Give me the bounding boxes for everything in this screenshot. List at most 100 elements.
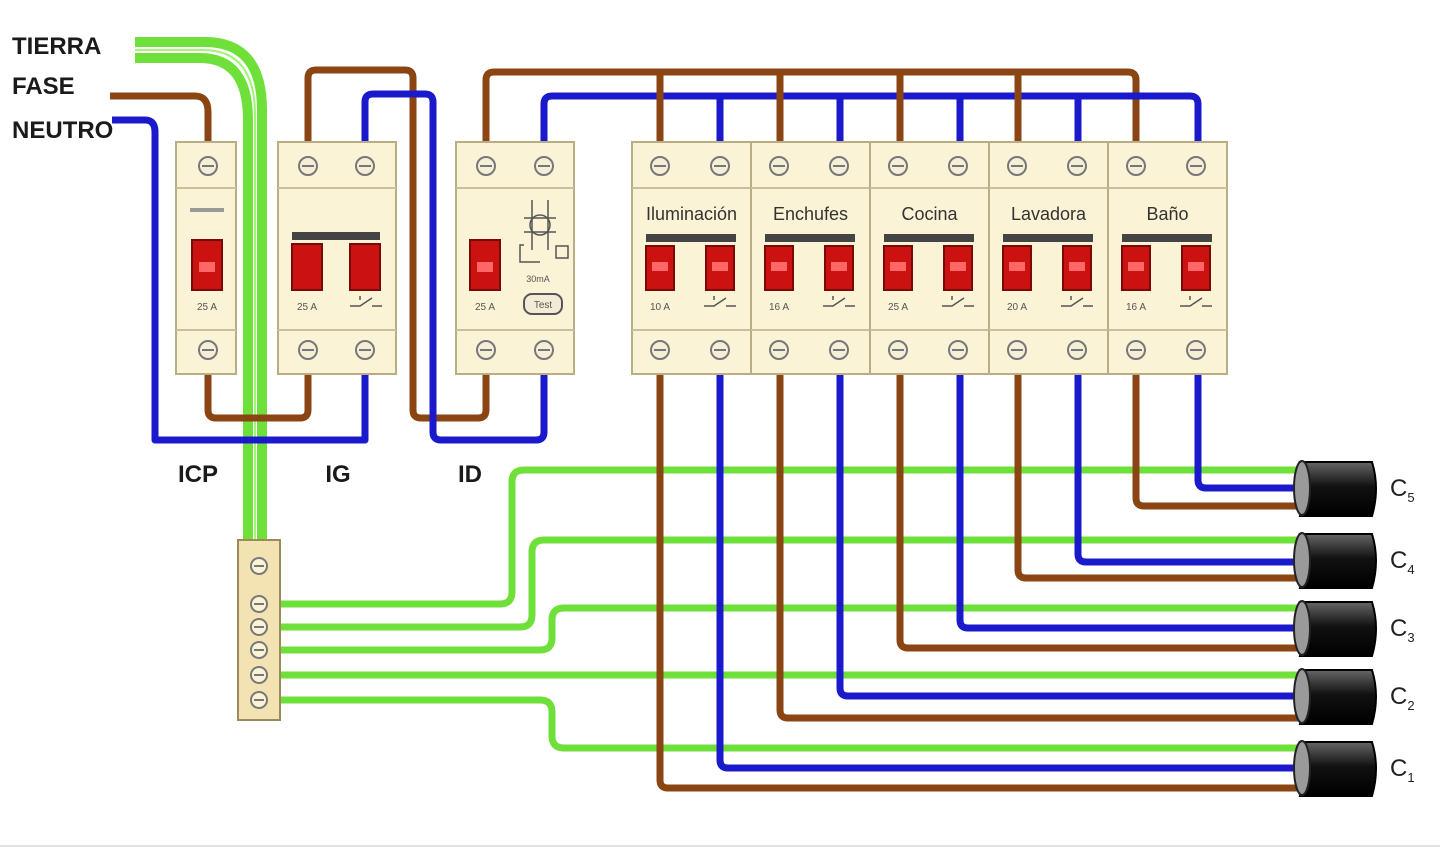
breaker-name: Baño xyxy=(1146,204,1188,224)
supply-fase-wire xyxy=(110,92,212,150)
circuit-label: C5 xyxy=(1390,475,1415,505)
branch-breaker: Enchufes 16 A xyxy=(750,141,871,375)
terminal-screw-icon xyxy=(250,641,268,659)
terminal-screw-icon xyxy=(534,340,554,360)
terminal-screw-icon xyxy=(355,340,375,360)
id-label: ID xyxy=(458,461,482,488)
terminal-screw-icon xyxy=(948,340,968,360)
terminal-screw-icon xyxy=(948,156,968,176)
breaker-handle-icon xyxy=(705,245,735,291)
breaker-name: Iluminación xyxy=(646,204,737,224)
terminal-screw-icon xyxy=(829,156,849,176)
terminal-screw-icon xyxy=(1007,340,1027,360)
terminal-screw-icon xyxy=(710,156,730,176)
neutro-bus-wire xyxy=(540,92,1202,150)
earth-bar xyxy=(237,539,281,721)
terminal-screw-icon xyxy=(1126,156,1146,176)
circuit-label: C1 xyxy=(1390,755,1415,785)
breaker-rating: 16 A xyxy=(769,302,789,313)
terminal-screw-icon xyxy=(534,156,554,176)
id-rating: 25 A xyxy=(475,302,495,313)
branch-breakers: Iluminación 10 A Enchufes 16 A Cocina 25 A Lav… xyxy=(631,141,1228,375)
ig-device: 25 A xyxy=(277,141,397,375)
terminal-screw-icon xyxy=(769,340,789,360)
breaker-rating: 16 A xyxy=(1126,302,1146,313)
circuit-neutro-wires xyxy=(716,362,1308,772)
differential-symbol-icon xyxy=(519,200,569,263)
breaker-rating: 20 A xyxy=(1007,302,1027,313)
switch-symbol-icon xyxy=(1180,296,1212,307)
circuit-label: C2 xyxy=(1390,683,1415,713)
breaker-rating: 10 A xyxy=(650,302,670,313)
terminal-screw-icon xyxy=(1067,156,1087,176)
test-button[interactable] xyxy=(523,293,563,315)
breaker-handle-icon xyxy=(291,243,323,291)
circuit-conduit: C3 xyxy=(1293,600,1415,657)
breaker-rating: 25 A xyxy=(888,302,908,313)
fase-bus-drops xyxy=(656,72,1022,150)
switch-symbol-icon xyxy=(942,296,974,307)
terminal-screw-icon xyxy=(1007,156,1027,176)
breaker-name: Enchufes xyxy=(773,204,848,224)
switch-symbol-icon xyxy=(1061,296,1093,307)
breaker-handle-icon xyxy=(191,239,223,291)
label-tierra: TIERRA xyxy=(12,33,101,60)
terminal-screw-icon xyxy=(476,156,496,176)
label-neutro: NEUTRO xyxy=(12,117,113,144)
terminal-screw-icon xyxy=(250,595,268,613)
terminal-screw-icon xyxy=(298,156,318,176)
terminal-screw-icon xyxy=(1186,156,1206,176)
wires xyxy=(110,37,1308,792)
breaker-handle-icon xyxy=(1121,245,1151,291)
terminal-screw-icon xyxy=(250,618,268,636)
switch-symbol-icon xyxy=(350,296,382,307)
icp-to-ig-fase-wire xyxy=(204,150,312,422)
circuit-conduit: C1 xyxy=(1293,740,1415,797)
supply-neutro-wire xyxy=(112,116,369,444)
ig-label: IG xyxy=(325,461,350,488)
branch-breaker: Iluminación 10 A xyxy=(631,141,752,375)
id-device: 25 A 30mA Test xyxy=(455,141,575,375)
circuit-label: C3 xyxy=(1390,615,1415,645)
terminal-screw-icon xyxy=(829,340,849,360)
terminal-screw-icon xyxy=(1186,340,1206,360)
branch-breaker: Baño 16 A xyxy=(1107,141,1228,375)
terminal-screw-icon xyxy=(298,340,318,360)
ig-rating: 25 A xyxy=(297,302,317,313)
fase-bus-wire xyxy=(482,68,1140,150)
terminal-screw-icon xyxy=(250,691,268,709)
terminal-screw-icon xyxy=(710,340,730,360)
earth-main-wire-2 xyxy=(135,53,253,548)
id-sensitivity: 30mA xyxy=(526,274,550,284)
terminal-screw-icon xyxy=(198,340,218,360)
icp-device: 25 A xyxy=(175,141,237,375)
terminal-screw-icon xyxy=(250,557,268,575)
earth-circuit-wires xyxy=(272,466,1308,752)
terminal-screw-icon xyxy=(476,340,496,360)
ig-to-id-neutro-wire xyxy=(361,90,548,444)
icp-label: ICP xyxy=(178,461,218,488)
circuit-conduit: C5 xyxy=(1293,460,1415,517)
circuit-label: C4 xyxy=(1390,547,1415,577)
terminal-screw-icon xyxy=(250,666,268,684)
circuit-conduit: C2 xyxy=(1293,668,1415,725)
terminal-screw-icon xyxy=(355,156,375,176)
terminal-screw-icon xyxy=(1067,340,1087,360)
terminal-screw-icon xyxy=(888,340,908,360)
switch-symbol-icon xyxy=(823,296,855,307)
breaker-handle-icon xyxy=(349,243,381,291)
terminal-screw-icon xyxy=(888,156,908,176)
terminal-screw-icon xyxy=(769,156,789,176)
circuit-conduit: C4 xyxy=(1293,532,1415,589)
breaker-handle-icon xyxy=(645,245,675,291)
switch-symbol-icon xyxy=(704,296,736,307)
icp-rating: 25 A xyxy=(197,302,217,313)
ig-to-id-fase-wire xyxy=(304,66,490,422)
test-button-label: Test xyxy=(534,300,553,311)
terminal-screw-icon xyxy=(650,156,670,176)
breaker-name: Cocina xyxy=(901,204,958,224)
terminal-screw-icon xyxy=(650,340,670,360)
terminal-screw-icon xyxy=(1126,340,1146,360)
